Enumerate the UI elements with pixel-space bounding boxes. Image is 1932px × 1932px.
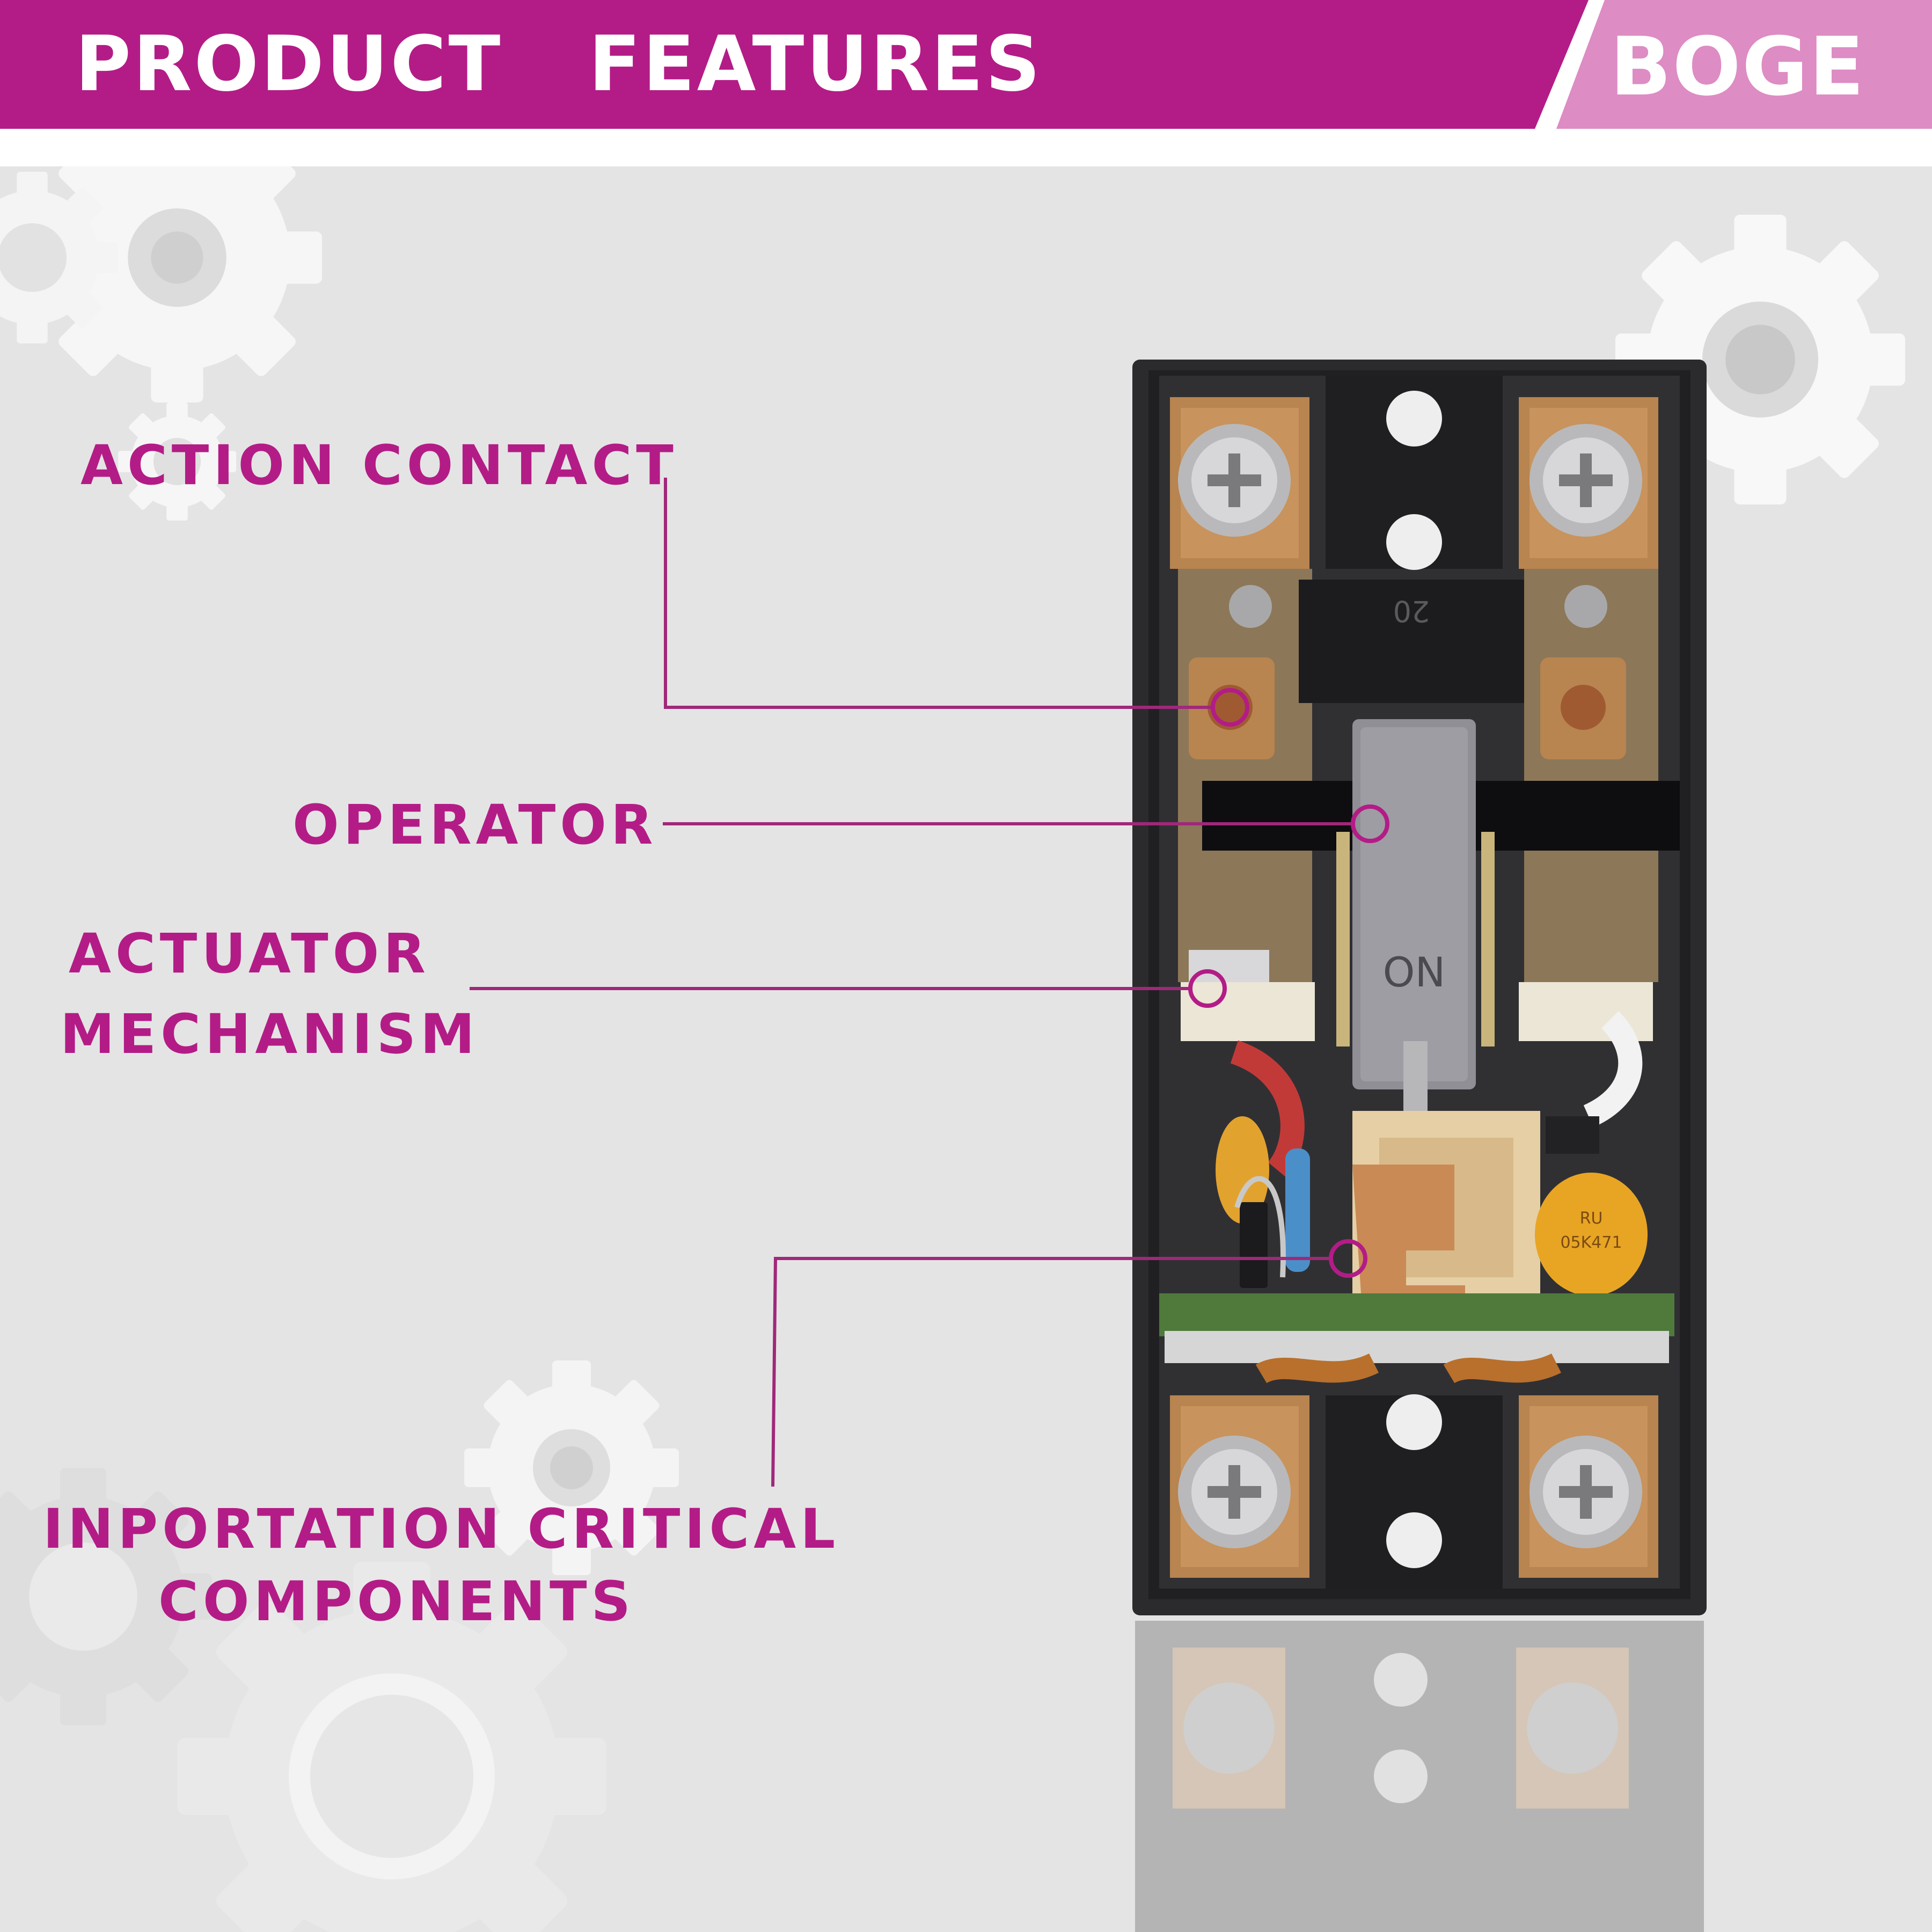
label-operator: OPERATOR [292,793,657,857]
terminal-bottom-left [1170,1395,1309,1578]
leader-action-contact [664,478,1213,709]
terminal-top-left [1170,397,1309,569]
mounting-hole [1386,514,1442,570]
label-actuator-line2: MECHANISM [60,1002,479,1066]
mounting-hole [1386,391,1442,447]
marker-operator [1351,804,1389,843]
terminal-bottom-right [1519,1395,1658,1578]
mold-number: 20 [1393,594,1430,628]
product-reflection [1135,1621,1704,1932]
capacitor-text-1: RU [1580,1209,1603,1228]
capacitor-left [1216,1116,1269,1224]
gear-icon [118,402,236,521]
terminal-top-right [1519,397,1658,569]
gear-icon [1615,215,1905,504]
marker-actuator [1188,969,1227,1008]
mounting-hole [1386,1512,1442,1568]
gear-icon [464,1360,679,1575]
label-actuator-line1: ACTUATOR [69,922,430,986]
on-label: ON [1383,948,1446,996]
label-critical-line2: COMPONENTS [158,1570,635,1634]
page-title: PRODUCT FEATURES [75,20,1043,108]
capacitor-right [1535,1173,1648,1296]
gear-icon [32,113,322,402]
marker-action-contact [1211,688,1249,727]
pcb-board [1159,1293,1674,1336]
label-action-contact: ACTION CONTACT [80,434,678,497]
banner-shape [0,0,1932,129]
brand-logo: BOGE [1610,20,1865,114]
header-divider [0,129,1932,166]
resistor [1285,1148,1310,1272]
capacitor-text-2: 05K471 [1560,1233,1622,1252]
gear-icon [0,172,118,343]
leader-critical [771,1257,1331,1487]
gear-icon [177,1562,606,1932]
label-critical-line1: INPORTATION CRITICAL [43,1497,840,1561]
header-banner: PRODUCT FEATURES BOGE [0,0,1932,129]
mounting-hole [1386,1394,1442,1450]
actuator-mechanism [1181,982,1315,1041]
marker-critical [1329,1239,1367,1278]
gear-icon [0,1468,212,1725]
